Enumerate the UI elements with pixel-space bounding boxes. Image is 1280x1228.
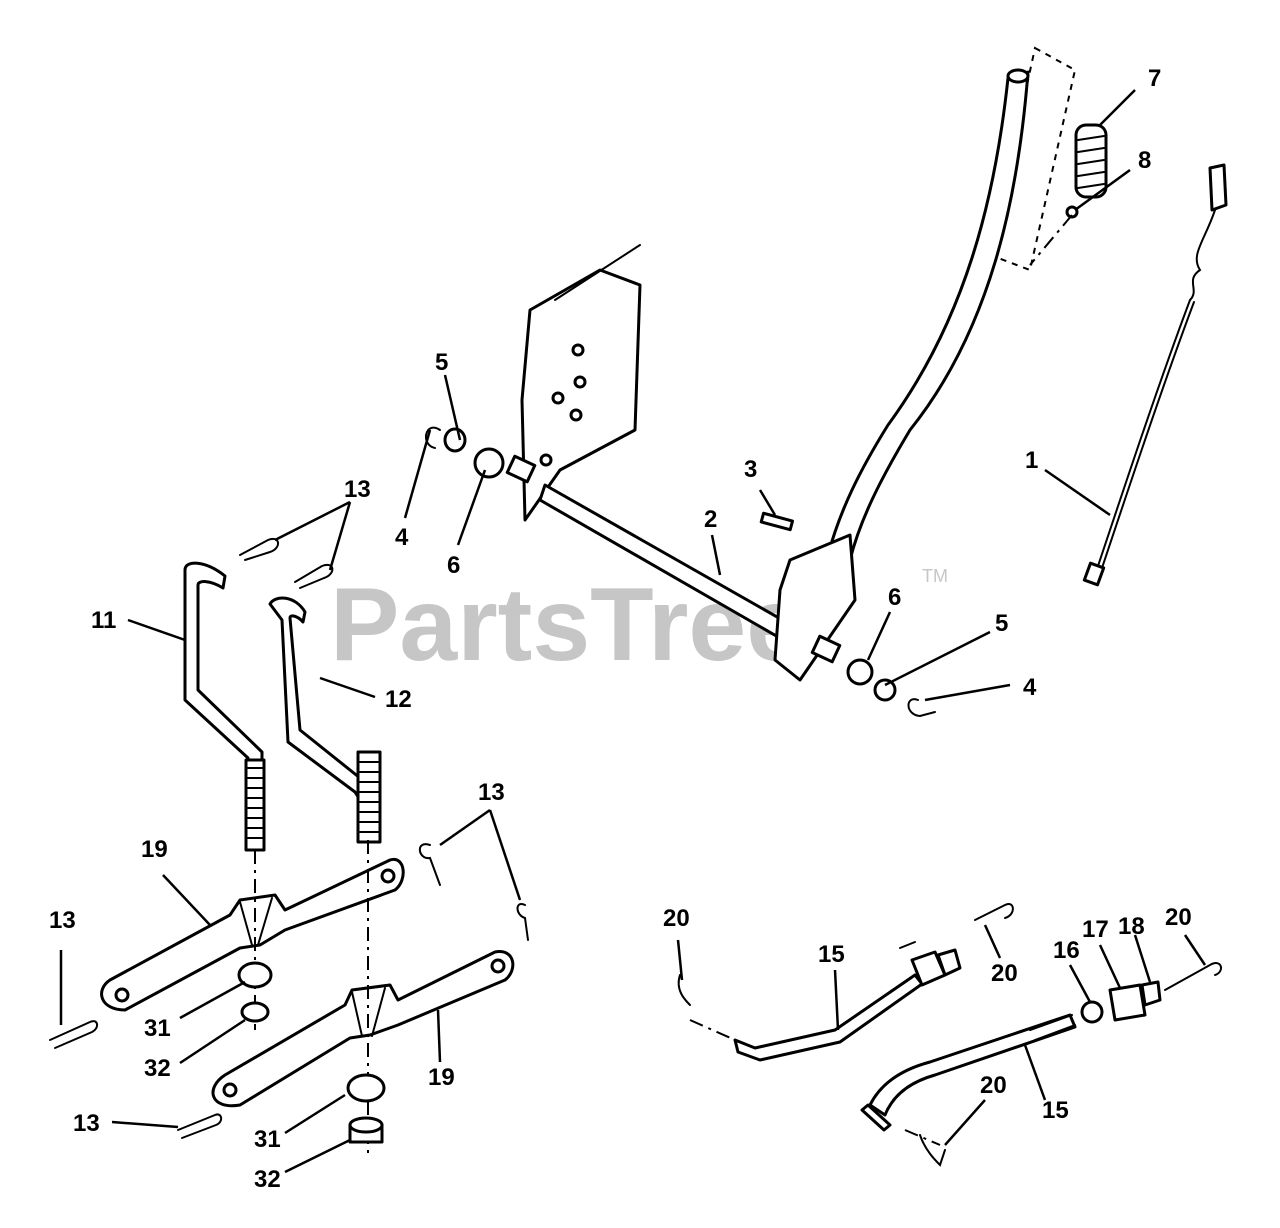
hairpin-13-bottom: [177, 1113, 223, 1139]
callout-13-top: 13: [344, 476, 371, 503]
watermark-text: PartsTree: [330, 567, 804, 683]
callout-5-right: 5: [995, 610, 1008, 637]
hairpin-13-top: [239, 537, 334, 589]
shaft-part: [505, 454, 857, 682]
callout-5-left: 5: [435, 349, 448, 376]
lift-arm-19-bottom: [211, 950, 515, 1108]
hairpin-13-left: [49, 1020, 98, 1049]
hairpin-13-middle: [418, 843, 529, 941]
callout-12: 12: [385, 686, 412, 713]
callout-13-bottom: 13: [73, 1110, 100, 1137]
callout-2: 2: [704, 506, 717, 533]
callout-6-left: 6: [447, 552, 460, 579]
callout-17: 17: [1082, 916, 1109, 943]
callout-11: 11: [91, 607, 116, 634]
lift-handle: [826, 68, 1030, 562]
watermark-trademark: TM: [922, 566, 948, 586]
callout-8: 8: [1138, 147, 1151, 174]
callout-20-left: 20: [663, 905, 690, 932]
lift-link-12: [268, 596, 382, 844]
leader-lines: [59, 89, 1207, 1174]
callouts: 1 2 3 4 4 5 5 6 6 7 8 11 12 13 13 13 13 …: [49, 65, 1192, 1193]
callout-3: 3: [744, 456, 757, 483]
nut-washer-right: [346, 1073, 386, 1144]
left-shaft-hardware: [425, 426, 505, 479]
callout-19-bottom: 19: [428, 1064, 455, 1091]
callout-18: 18: [1118, 913, 1145, 940]
callout-32-upper: 32: [144, 1055, 171, 1082]
key-part: [759, 511, 795, 532]
mount-bracket: [520, 244, 642, 522]
callout-7: 7: [1148, 65, 1161, 92]
callout-19-top: 19: [141, 836, 168, 863]
callout-31-upper: 31: [144, 1015, 171, 1042]
callout-20-bottom: 20: [980, 1072, 1007, 1099]
callout-13-middle: 13: [478, 779, 505, 806]
callout-20-middle: 20: [991, 960, 1018, 987]
cable-part: [1082, 163, 1228, 587]
callout-4-right: 4: [1023, 674, 1037, 701]
rod-15-upper: [677, 941, 962, 1062]
right-shaft-hardware: [846, 658, 936, 718]
callout-13-left: 13: [49, 907, 76, 934]
callout-4-left: 4: [395, 524, 409, 551]
nut-washer-left: [237, 961, 273, 1023]
lift-link-11: [183, 561, 266, 852]
callout-20-right: 20: [1165, 904, 1192, 931]
callout-15-lower: 15: [1042, 1097, 1069, 1124]
callout-16: 16: [1053, 937, 1080, 964]
callout-6-right: 6: [888, 584, 901, 611]
callout-1: 1: [1025, 447, 1038, 474]
callout-32-lower: 32: [254, 1166, 281, 1193]
callout-15-upper: 15: [818, 941, 845, 968]
lift-arm-19-top: [100, 857, 405, 1012]
rod-15-lower: [860, 903, 1222, 1167]
callout-31-lower: 31: [254, 1126, 281, 1153]
